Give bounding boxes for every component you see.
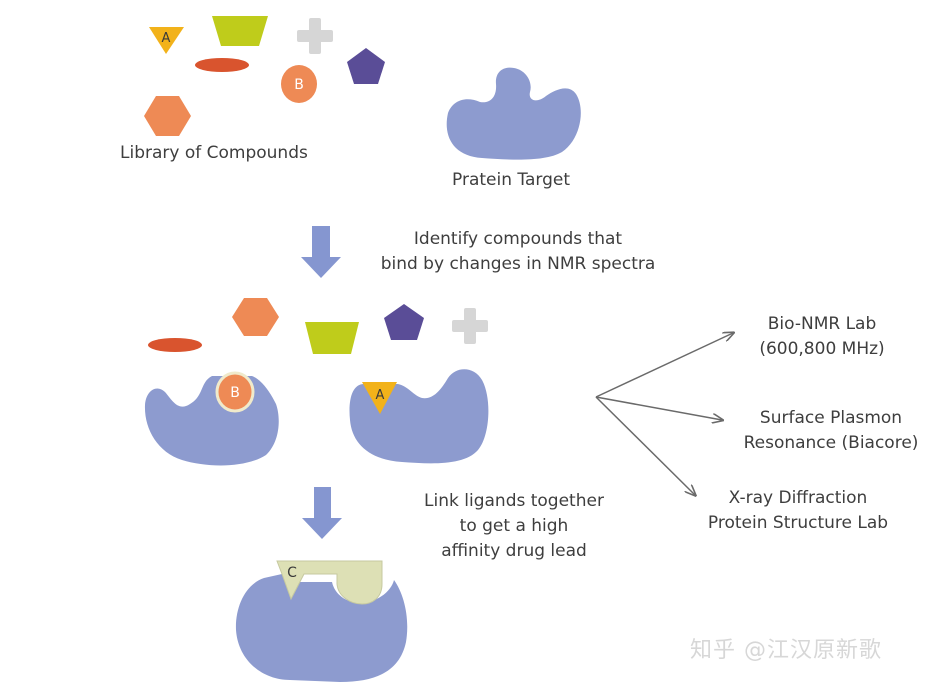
- plus-icon: [297, 18, 333, 54]
- protein-target-icon: [446, 67, 581, 160]
- circle-b-icon: B: [215, 371, 255, 413]
- pointer-arrow-icon: [595, 333, 733, 398]
- protein-drug-lead-icon: [235, 574, 408, 682]
- pointer-arrows: [595, 333, 733, 495]
- xray-label: X-ray Diffraction Protein Structure Lab: [696, 486, 900, 536]
- pointer-arrow-icon: [595, 396, 695, 495]
- step1-line2: bind by changes in NMR spectra: [380, 254, 656, 274]
- letter-b: B: [294, 77, 304, 93]
- spr-label: Surface Plasmon Resonance (Biacore): [731, 406, 931, 456]
- xray-line1: X-ray Diffraction: [728, 488, 868, 508]
- step2-line3: affinity drug lead: [441, 541, 587, 561]
- trapezoid-icon: [212, 16, 268, 46]
- pointer-arrow-icon: [595, 396, 722, 420]
- nmr-line2: (600,800 MHz): [759, 339, 885, 359]
- letter-a: A: [376, 388, 385, 403]
- plus-icon: [452, 308, 488, 344]
- down-arrow-icon: [301, 226, 341, 278]
- hexagon-icon: [144, 96, 191, 136]
- target-label: Pratein Target: [452, 170, 570, 190]
- pentagon-icon: [347, 48, 385, 84]
- hexagon-icon: [232, 298, 279, 336]
- triangle-a-icon: A: [149, 27, 184, 54]
- nmr-lab-label: Bio-NMR Lab (600,800 MHz): [722, 312, 922, 362]
- step2-line2: to get a high: [459, 516, 569, 536]
- down-arrow-icon: [302, 487, 342, 539]
- watermark-text: 知乎 @江汉原新歌: [690, 638, 882, 663]
- step1-line1: Identify compounds that: [413, 229, 623, 249]
- letter-c: C: [287, 565, 297, 581]
- linked-ligand-c-icon: [276, 560, 383, 605]
- nmr-line1: Bio-NMR Lab: [767, 314, 877, 334]
- spr-line1: Surface Plasmon: [759, 408, 903, 428]
- letter-a: A: [162, 31, 171, 46]
- spr-line2: Resonance (Biacore): [743, 433, 919, 453]
- step2-caption: Link ligands together to get a high affi…: [399, 489, 629, 564]
- protein-bound-b-icon: [144, 376, 279, 466]
- letter-b: B: [230, 385, 240, 401]
- circle-b-icon: B: [281, 65, 317, 103]
- ellipse-icon: [195, 58, 249, 72]
- xray-line2: Protein Structure Lab: [707, 513, 889, 533]
- triangle-a-icon: A: [362, 382, 397, 414]
- step1-caption: Identify compounds that bind by changes …: [363, 227, 673, 277]
- library-label: Library of Compounds: [120, 143, 308, 163]
- step2-line1: Link ligands together: [424, 491, 604, 511]
- trapezoid-icon: [305, 322, 359, 354]
- pentagon-icon: [384, 304, 424, 340]
- ellipse-icon: [148, 338, 202, 352]
